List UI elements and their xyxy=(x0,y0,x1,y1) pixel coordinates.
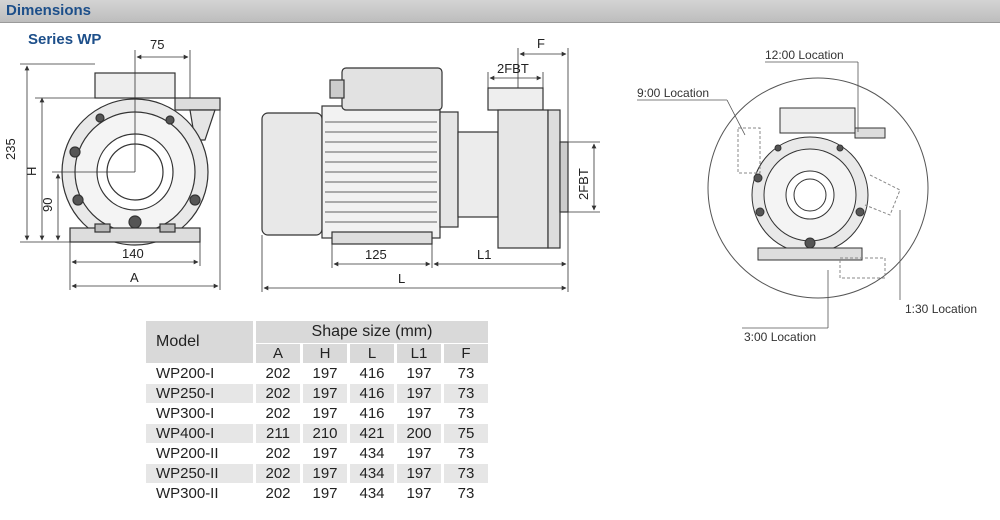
header-bar: Dimensions xyxy=(0,0,1000,23)
shape-size-header: Shape size (mm) xyxy=(256,321,488,343)
value-cell: 197 xyxy=(312,485,338,502)
value-cell: 416 xyxy=(359,405,385,422)
value-cell: 210 xyxy=(303,424,347,443)
table-row: WP300-I 202 197 416 197 73 xyxy=(146,404,488,423)
value-cell: 197 xyxy=(406,365,432,382)
model-cell: WP200-II xyxy=(156,445,219,462)
series-title: Series WP xyxy=(28,31,102,48)
value-cell: 197 xyxy=(406,405,432,422)
value-cell: 202 xyxy=(265,445,291,462)
model-cell: WP300-I xyxy=(156,405,215,422)
dim-140-label: 140 xyxy=(122,246,144,261)
col-header: H xyxy=(303,344,347,363)
value-cell: 197 xyxy=(303,464,347,483)
value-cell: 434 xyxy=(359,485,385,502)
table-row: WP250-I 202 197 416 197 73 xyxy=(146,384,488,403)
value-cell: 73 xyxy=(457,485,475,502)
front-view-dimensions xyxy=(20,50,221,290)
side-view-drawing xyxy=(261,67,569,249)
value-cell: 202 xyxy=(265,405,291,422)
value-cell: 211 xyxy=(256,424,300,443)
value-cell: 197 xyxy=(303,384,347,403)
value-cell: 197 xyxy=(312,405,338,422)
dim-2fbt-top-label: 2FBT xyxy=(497,61,529,76)
value-cell: 434 xyxy=(359,445,385,462)
dim-235-label: 235 xyxy=(3,138,18,160)
model-cell: WP400-I xyxy=(146,424,253,443)
dim-a-label: A xyxy=(130,270,139,285)
model-header: Model xyxy=(146,321,253,363)
loc-130-label: 1:30 Location xyxy=(905,302,977,316)
col-header: L xyxy=(350,344,394,363)
table-row: WP250-II 202 197 434 197 73 xyxy=(146,464,488,483)
page-title: Dimensions xyxy=(6,2,92,19)
value-cell: 197 xyxy=(397,464,441,483)
value-cell: 73 xyxy=(457,445,475,462)
dim-f-label: F xyxy=(537,36,545,51)
dim-l-label: L xyxy=(398,271,405,286)
value-cell: 202 xyxy=(265,485,291,502)
value-cell: 73 xyxy=(457,405,475,422)
model-cell: WP300-II xyxy=(156,485,219,502)
value-cell: 416 xyxy=(350,384,394,403)
value-cell: 202 xyxy=(265,365,291,382)
dim-125-label: 125 xyxy=(365,247,387,262)
side-view-dimensions xyxy=(261,48,600,292)
col-header: A xyxy=(256,344,300,363)
value-cell: 421 xyxy=(350,424,394,443)
model-cell: WP250-II xyxy=(146,464,253,483)
value-cell: 197 xyxy=(406,445,432,462)
table-row: WP200-I 202 197 416 197 73 xyxy=(146,364,488,383)
value-cell: 202 xyxy=(256,384,300,403)
table-row: WP200-II 202 197 434 197 73 xyxy=(146,444,488,463)
value-cell: 416 xyxy=(359,365,385,382)
value-cell: 73 xyxy=(457,365,475,382)
value-cell: 197 xyxy=(406,485,432,502)
dim-90-label: 90 xyxy=(40,198,55,212)
dim-75-label: 75 xyxy=(150,37,164,52)
value-cell: 434 xyxy=(350,464,394,483)
value-cell: 197 xyxy=(312,445,338,462)
col-header: L1 xyxy=(397,344,441,363)
loc-3-label: 3:00 Location xyxy=(744,330,816,344)
value-cell: 73 xyxy=(444,464,488,483)
dim-l1-label: L1 xyxy=(477,247,491,262)
value-cell: 75 xyxy=(444,424,488,443)
value-cell: 197 xyxy=(397,384,441,403)
value-cell: 197 xyxy=(312,365,338,382)
model-cell: WP200-I xyxy=(156,365,215,382)
location-diagram xyxy=(637,61,929,329)
front-view-drawing xyxy=(61,72,221,246)
spec-table: Model Shape size (mm) A H L L1 F WP200-I… xyxy=(143,320,491,504)
col-header: F xyxy=(444,344,488,363)
value-cell: 73 xyxy=(444,384,488,403)
value-cell: 202 xyxy=(256,464,300,483)
model-cell: WP250-I xyxy=(146,384,253,403)
table-row: WP300-II 202 197 434 197 73 xyxy=(146,484,488,503)
loc-9-label: 9:00 Location xyxy=(637,86,709,100)
loc-12-label: 12:00 Location xyxy=(765,48,844,62)
table-row: WP400-I 211 210 421 200 75 xyxy=(146,424,488,443)
value-cell: 200 xyxy=(397,424,441,443)
dim-2fbt-side-label: 2FBT xyxy=(576,168,591,200)
dim-h-label: H xyxy=(24,167,39,176)
